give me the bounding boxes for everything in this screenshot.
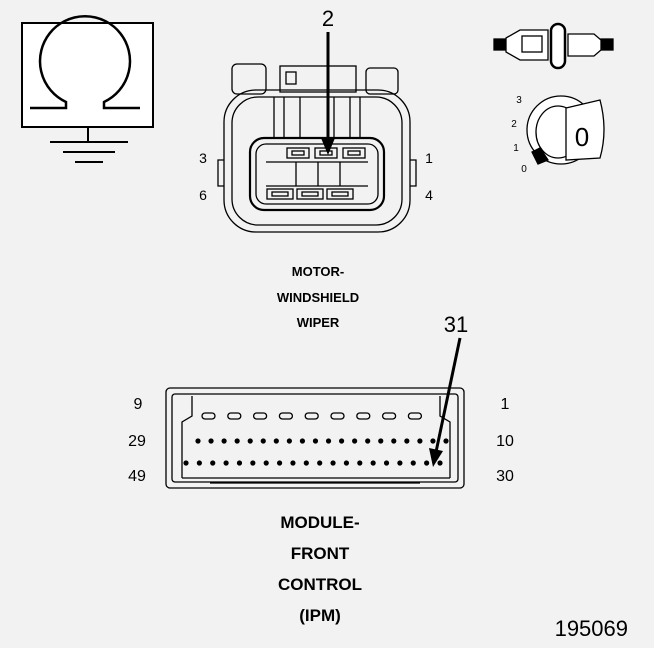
ipm-pin-cavity	[410, 460, 416, 466]
ipm-slot-cavity	[381, 412, 397, 420]
ipm-pin-cavity	[397, 460, 403, 466]
ipm-pin-cavity	[263, 460, 269, 466]
ipm-pin-cavity	[338, 438, 345, 444]
ipm-slot-cavity	[330, 412, 345, 420]
pin-2-arrow	[321, 32, 335, 155]
ignition-position-1: 1	[513, 143, 519, 154]
ipm-slot-cavity	[201, 412, 216, 420]
wiper-label-line-3: WIPER	[297, 315, 340, 330]
ipm-pin-cavity	[273, 438, 279, 444]
ipm-pin-cavity	[437, 460, 443, 466]
ipm-pin-cavity	[378, 438, 384, 444]
ipm-pin-cavities	[183, 412, 449, 466]
ipm-pin-cavity	[195, 438, 201, 444]
ipm-pin-30-label: 30	[496, 468, 514, 485]
ipm-label-line-4: (IPM)	[299, 606, 341, 625]
ipm-pin-cavity	[312, 438, 319, 444]
wiper-pin-1-label: 1	[425, 150, 433, 166]
wiper-pin-6-label: 6	[199, 187, 207, 203]
ipm-pin-cavity	[317, 460, 323, 466]
ipm-pin-cavity	[391, 438, 397, 444]
wiper-pin-3-label: 3	[199, 150, 207, 166]
ipm-pin-cavity	[299, 438, 306, 444]
ipm-slot-cavity	[407, 412, 423, 420]
ipm-pin-cavity	[303, 460, 309, 466]
ipm-pin-cavity	[383, 460, 390, 466]
wiper-connector-drawing	[217, 63, 417, 233]
pin-31-arrow	[429, 337, 462, 467]
ipm-pin-cavity	[330, 460, 336, 466]
ipm-slot-cavity	[227, 412, 242, 420]
ipm-pin-cavity	[234, 438, 240, 444]
ipm-pin-cavity	[196, 460, 202, 466]
ipm-pin-cavity	[370, 460, 376, 466]
ipm-label-line-1: MODULE-	[280, 513, 359, 532]
ipm-pin-cavity	[208, 438, 214, 444]
ignition-position-0: 0	[521, 164, 527, 175]
ipm-pin-9-label: 9	[134, 396, 143, 413]
ipm-connector-drawing	[165, 387, 465, 489]
ipm-pin-cavity	[210, 460, 216, 466]
ipm-pin-cavity	[286, 438, 292, 444]
ipm-pin-cavity	[250, 460, 256, 466]
ipm-pin-cavity	[343, 460, 350, 466]
wiper-label-line-1: MOTOR-	[292, 264, 344, 279]
ignition-position-3: 3	[516, 95, 522, 106]
ipm-pin-cavity	[221, 438, 227, 444]
ignition-position-2: 2	[511, 119, 517, 130]
ipm-pin-cavity	[236, 460, 243, 466]
ipm-pin-cavity	[352, 438, 358, 444]
ipm-pin-cavity	[443, 438, 449, 444]
ipm-pin-cavity	[183, 460, 189, 466]
ipm-pin-cavity	[223, 460, 229, 466]
ipm-label-line-2: FRONT	[291, 544, 350, 563]
ipm-pin-cavity	[404, 438, 410, 444]
ipm-slot-cavity	[278, 412, 294, 420]
pin-31-callout: 31	[444, 312, 468, 337]
ipm-pin-cavity	[424, 460, 430, 466]
ipm-pin-cavity	[260, 438, 266, 444]
ipm-pin-cavity	[276, 460, 283, 466]
ipm-pin-cavity	[365, 438, 371, 444]
wiper-label-line-2: WINDSHIELD	[277, 290, 359, 305]
ground-ohm-icon	[21, 14, 154, 163]
ipm-label-line-3: CONTROL	[278, 575, 362, 594]
ipm-pin-1-label: 1	[501, 396, 510, 413]
wiper-pin-4-label: 4	[425, 187, 433, 203]
ipm-pin-cavity	[325, 438, 332, 444]
ignition-key-glyph: 0	[575, 122, 589, 152]
ipm-pin-cavity	[247, 438, 253, 444]
ipm-pin-cavity	[290, 460, 296, 466]
figure-id: 195069	[555, 616, 628, 641]
ipm-pin-29-label: 29	[128, 433, 146, 450]
ignition-key-icon	[493, 22, 614, 165]
ipm-pin-cavity	[357, 460, 363, 466]
ipm-pin-10-label: 10	[496, 433, 514, 450]
ipm-pin-49-label: 49	[128, 468, 146, 485]
pin-2-callout: 2	[322, 6, 334, 31]
ipm-pin-cavity	[417, 438, 423, 444]
ipm-pin-cavity	[430, 438, 436, 444]
ipm-slot-cavity	[304, 412, 319, 420]
ipm-slot-cavity	[356, 412, 371, 420]
ipm-slot-cavity	[252, 412, 268, 420]
